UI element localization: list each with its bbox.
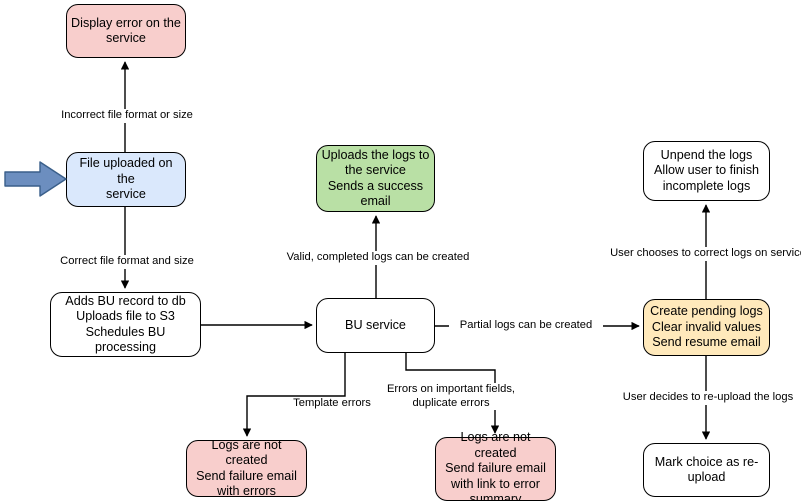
node-file-uploaded[interactable]: File uploaded on the service	[66, 152, 186, 207]
edge-label-partial-logs: Partial logs can be created	[449, 319, 603, 333]
node-bu-service[interactable]: BU service	[316, 298, 435, 353]
edge-label-correct-format: Correct file format and size	[25, 255, 229, 269]
edge-label-incorrect-format: Incorrect file format or size	[25, 109, 229, 123]
node-unpend-logs[interactable]: Unpend the logs Allow user to finish inc…	[643, 141, 770, 201]
edge-bu-service-to-logs-not-created-errors	[242, 353, 346, 437]
node-logs-not-created-summary[interactable]: Logs are not created Send failure email …	[435, 430, 556, 501]
node-adds-bu-record[interactable]: Adds BU record to db Uploads file to S3 …	[50, 292, 201, 357]
node-create-pending-logs[interactable]: Create pending logs Clear invalid values…	[643, 299, 770, 356]
edge-label-user-reupload: User decides to re-upload the logs	[610, 391, 801, 405]
node-mark-choice[interactable]: Mark choice as re- upload	[643, 443, 770, 497]
node-uploads-logs[interactable]: Uploads the logs to the service Sends a …	[316, 145, 435, 212]
node-display-error[interactable]: Display error on the service	[66, 4, 186, 58]
edge-label-valid-logs: Valid, completed logs can be created	[266, 251, 490, 265]
edge-label-user-corrects: User chooses to correct logs on service	[594, 247, 801, 261]
edge-label-important-fields: Errors on important fields, duplicate er…	[382, 383, 520, 410]
edge-label-template-errors: Template errors	[285, 397, 379, 411]
node-logs-not-created-errors[interactable]: Logs are not created Send failure email …	[186, 438, 307, 498]
start-arrow-icon	[4, 161, 67, 197]
